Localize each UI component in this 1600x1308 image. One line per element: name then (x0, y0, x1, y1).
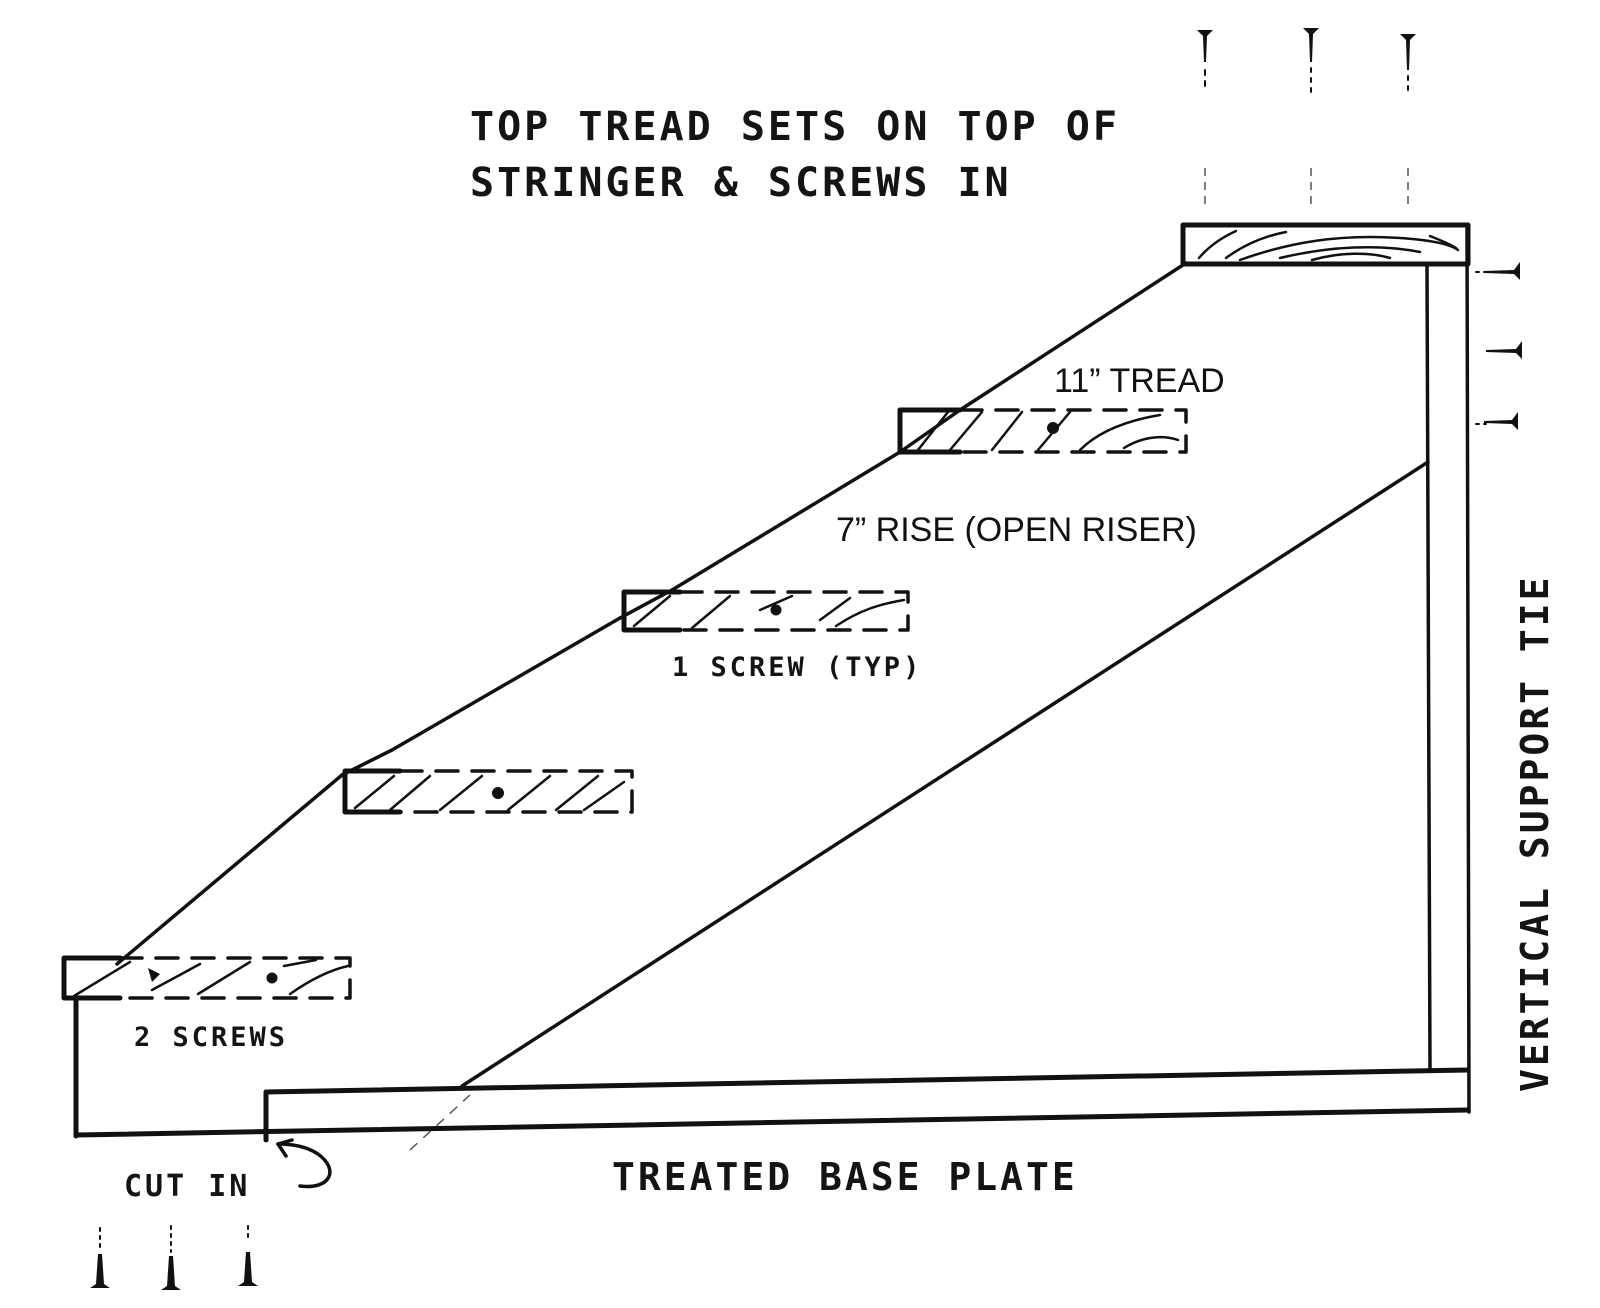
top-note-line2: STRINGER & SCREWS IN (470, 160, 1012, 206)
screw-dot-icon (1047, 422, 1059, 434)
vertical-support-tie (1425, 224, 1471, 1114)
vertical-tie-label: VERTICAL SUPPORT TIE (1513, 574, 1557, 1092)
rise-dimension-label: 7” RISE (OPEN RISER) (836, 511, 1197, 549)
cut-in-arrow-icon (276, 1138, 332, 1189)
typical-screw-label: 1 SCREW (TYP) (672, 652, 922, 683)
screw-icon (90, 1227, 110, 1288)
tread-3 (897, 407, 1188, 455)
screw-dot-icon (266, 972, 278, 984)
bottom-screws (90, 1225, 258, 1290)
screw-icon (1486, 341, 1522, 359)
top-note: TOP TREAD SETS ON TOP OF STRINGER & SCRE… (470, 104, 1120, 206)
cut-in-label: CUT IN (124, 1169, 250, 1204)
screw-icon (1475, 412, 1518, 430)
stringer (115, 261, 1430, 1088)
screw-dot-icon (492, 787, 504, 799)
top-screws (1197, 28, 1416, 210)
screw-icon (1197, 30, 1213, 210)
right-screws (1475, 262, 1522, 430)
screw-icon (1400, 34, 1416, 210)
tread-2 (621, 589, 910, 633)
top-note-line1: TOP TREAD SETS ON TOP OF (470, 104, 1120, 150)
screw-icon (1475, 262, 1520, 280)
screw-icon (238, 1225, 258, 1286)
bottom-screws-label: 2 SCREWS (134, 1022, 288, 1053)
top-tread (1180, 222, 1471, 267)
bottom-tread (61, 955, 352, 1001)
screw-dot-icon (770, 604, 782, 616)
treated-base-plate-shape (73, 1067, 1471, 1151)
tread-1 (342, 768, 634, 815)
tread-dimension-label: 11” TREAD (1054, 362, 1225, 400)
screw-dot-icon (148, 968, 160, 982)
screw-icon (161, 1225, 181, 1290)
base-plate-label: TREATED BASE PLATE (612, 1155, 1078, 1199)
screw-icon (1303, 28, 1319, 206)
